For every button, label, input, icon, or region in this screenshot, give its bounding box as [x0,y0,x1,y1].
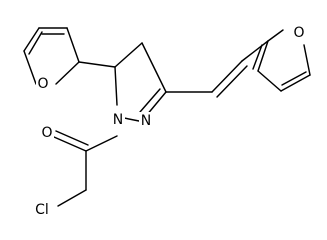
ring-bond-c4-c3 [141,42,167,93]
n1-bg [111,111,125,129]
chemical-structure-canvas: O N N O O Cl [23,24,311,219]
bond-vinyl-to-right-furan [241,40,269,62]
right-furan-double-c4-c5 [281,71,307,86]
ring-bond-c5-c4 [114,42,143,68]
chloroacetyl-group [53,130,118,207]
right-furan-oxygen-label: O [293,25,304,41]
left-furan-ring [23,27,80,85]
right-furan-double-c2-c3 [252,44,263,70]
bond-n1-carbonyl [85,135,118,152]
ring-nitrogen-2-label: N [141,113,151,129]
bond-furan-to-c5 [78,61,116,68]
right-furan-bond-c5-o [303,44,311,76]
double-bond-carbonyl-o [55,130,89,146]
carbonyl-oxygen-label: O [41,125,52,141]
left-furan-bond-o-c5 [23,50,37,85]
left-furan-bond-c2-o [55,61,80,85]
left-furan-oxygen-label: O [37,76,48,92]
right-furan-bond-c2-c3 [257,40,269,72]
vinyl-linker [165,40,269,98]
left-furan-double-c5-c4 [28,31,43,55]
pyrazoline-ring [78,42,167,122]
molecule-diagram: O N N O O Cl [23,24,311,219]
vinyl-bond [211,60,243,93]
bond-carbonyl-o [53,136,87,152]
ring-double-c3-n2 [139,88,161,113]
left-furan-bond-c3-c2 [66,27,80,63]
right-furan-bond-c4-c5 [280,74,311,92]
right-furan-ring [252,29,311,92]
ring-nitrogen-1-label: N [113,112,123,128]
chlorine-label: Cl [35,202,49,218]
n2-bg [139,112,153,130]
atom-labels: O N N O O Cl [30,24,306,219]
carbonyl-o-bg [40,124,54,142]
right-furan-bond-c3-c4 [257,70,282,92]
bond-ch2-cl [57,189,87,207]
ring-bond-c5-n1 [114,66,118,106]
chlorine-bg [30,201,54,219]
right-furan-bond-o-c2 [267,29,284,42]
vinyl-double-bond [216,65,248,98]
left-furan-bond-c5-c4 [23,27,40,52]
left-furan-o-bg [36,75,50,93]
right-furan-o-bg [292,24,306,42]
